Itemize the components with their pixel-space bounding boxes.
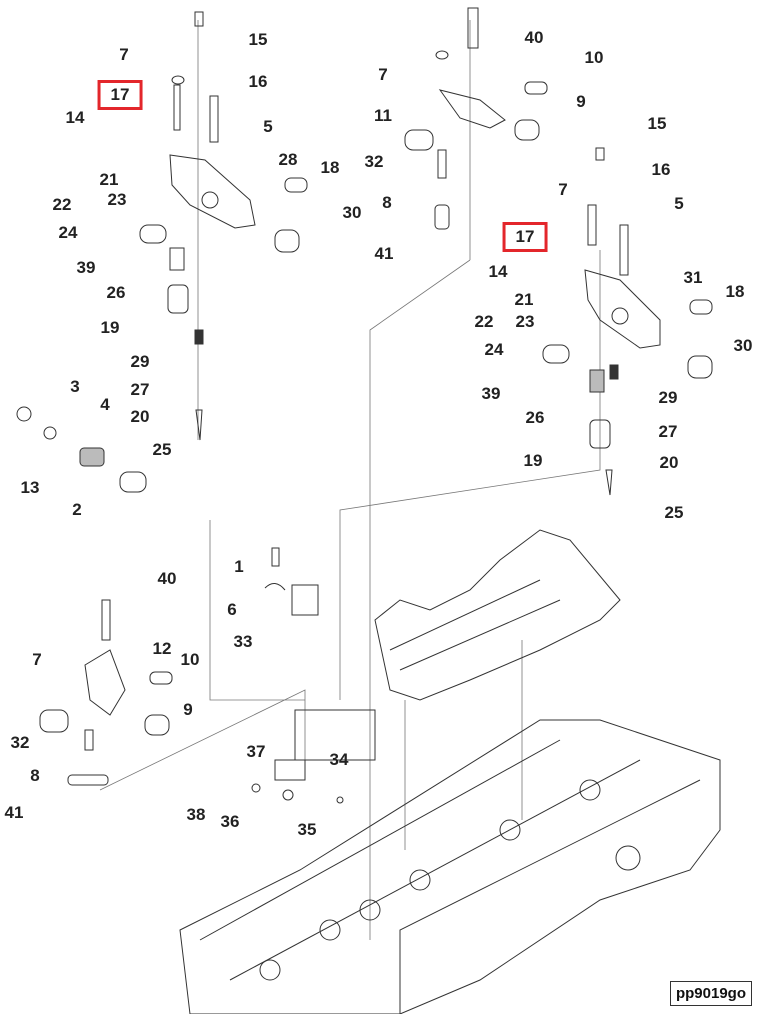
callout-23: 23 (107, 190, 127, 209)
callout-28: 28 (278, 150, 298, 169)
right-upper-rocker-arm (404, 7, 548, 230)
rocker-housing (374, 529, 621, 701)
callout-1: 1 (234, 557, 244, 576)
callout-25: 25 (152, 440, 172, 459)
callout-19: 19 (523, 451, 543, 470)
callout-19: 19 (100, 318, 120, 337)
callout-25: 25 (664, 503, 684, 522)
callout-14: 14 (65, 108, 85, 127)
left-rocker-arm (16, 11, 308, 493)
callout-21: 21 (514, 290, 534, 309)
lower-components (39, 547, 376, 804)
callout-32: 32 (10, 733, 30, 752)
callout-18: 18 (320, 158, 340, 177)
callout-7: 7 (32, 650, 42, 669)
callout-15: 15 (647, 114, 667, 133)
callout-6: 6 (227, 600, 237, 619)
callout-12: 12 (152, 639, 172, 658)
callout-30: 30 (733, 336, 753, 355)
callout-5: 5 (263, 117, 273, 136)
callout-8: 8 (382, 193, 392, 212)
callout-2: 2 (72, 500, 82, 519)
callout-4: 4 (100, 395, 110, 414)
callout-36: 36 (220, 812, 240, 831)
callout-39: 39 (76, 258, 96, 277)
callout-32: 32 (364, 152, 384, 171)
cylinder-head (179, 719, 721, 1014)
callout-8: 8 (30, 766, 40, 785)
assembly-lines (99, 20, 601, 940)
callout-24: 24 (58, 223, 78, 242)
callout-17-highlighted: 17 (502, 222, 548, 252)
callout-22: 22 (52, 195, 72, 214)
callout-13: 13 (20, 478, 40, 497)
figure-code: pp9019go (669, 981, 752, 1006)
callout-39: 39 (481, 384, 501, 403)
callout-41: 41 (4, 803, 24, 822)
callout-5: 5 (674, 194, 684, 213)
callout-40: 40 (524, 28, 544, 47)
callout-26: 26 (106, 283, 126, 302)
callout-7: 7 (378, 65, 388, 84)
callout-31: 31 (683, 268, 703, 287)
callout-10: 10 (180, 650, 200, 669)
callout-34: 34 (329, 750, 349, 769)
callout-33: 33 (233, 632, 253, 651)
right-rocker-arm (542, 147, 713, 496)
callout-20: 20 (659, 453, 679, 472)
callout-20: 20 (130, 407, 150, 426)
callout-37: 37 (246, 742, 266, 761)
callout-3: 3 (70, 377, 80, 396)
callout-38: 38 (186, 805, 206, 824)
callout-9: 9 (183, 700, 193, 719)
callout-29: 29 (658, 388, 678, 407)
callout-23: 23 (515, 312, 535, 331)
callout-17-highlighted: 17 (97, 80, 143, 110)
callout-21: 21 (99, 170, 119, 189)
callout-18: 18 (725, 282, 745, 301)
callout-27: 27 (130, 380, 150, 399)
callout-30: 30 (342, 203, 362, 222)
callout-27: 27 (658, 422, 678, 441)
callout-11: 11 (374, 106, 392, 125)
callout-9: 9 (576, 92, 586, 111)
callout-40: 40 (157, 569, 177, 588)
callout-35: 35 (297, 820, 317, 839)
callout-16: 16 (651, 160, 671, 179)
callout-41: 41 (374, 244, 394, 263)
callout-26: 26 (525, 408, 545, 427)
callout-15: 15 (248, 30, 268, 49)
callout-10: 10 (584, 48, 604, 67)
callout-7: 7 (558, 180, 568, 199)
callout-14: 14 (488, 262, 508, 281)
callout-16: 16 (248, 72, 268, 91)
callout-29: 29 (130, 352, 150, 371)
callout-22: 22 (474, 312, 494, 331)
callout-7: 7 (119, 45, 129, 64)
callout-24: 24 (484, 340, 504, 359)
